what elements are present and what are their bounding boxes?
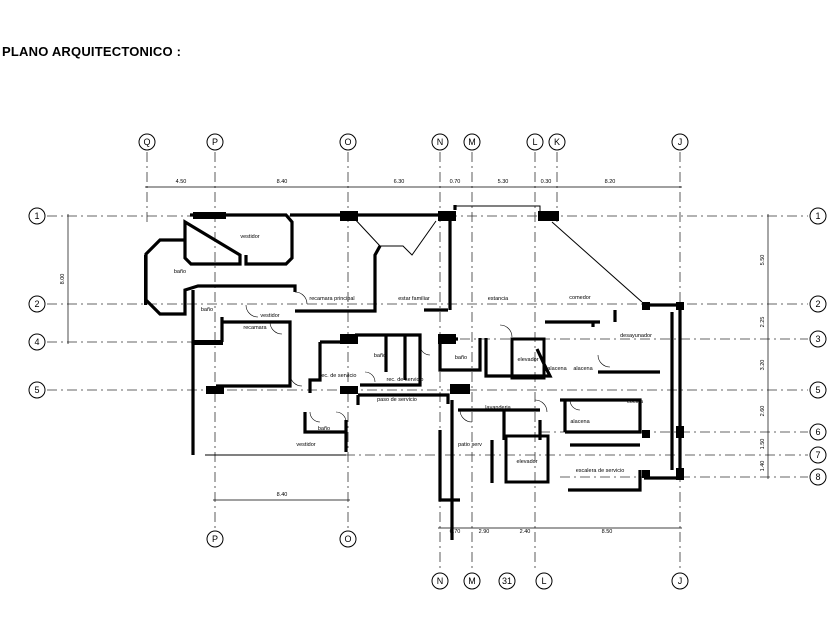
svg-text:2.90: 2.90 [479,529,490,535]
svg-text:0.70: 0.70 [450,529,461,535]
walls [144,205,682,540]
svg-text:3: 3 [815,334,820,344]
room-escalera-servicio: escalera de servicio [576,468,625,474]
svg-text:8.20: 8.20 [605,179,616,185]
room-lavanderia: lavanderia [485,405,511,411]
room-vestidor: vestidor [296,442,315,448]
svg-text:8: 8 [815,472,820,482]
room-estar-familiar: estar familiar [398,296,430,302]
room-paso-servicio: paso de servicio [377,397,417,403]
room-alacena: alacena [570,419,590,425]
room-cocina: cocina [627,399,644,405]
svg-text:4: 4 [34,337,39,347]
room-alacena: alacena [547,366,567,372]
door-swings [245,291,611,423]
dimensions: 4.50 8.40 6.30 0.70 5.30 0.30 8.20 8.00 … [60,179,769,535]
svg-text:1: 1 [815,211,820,221]
columns [144,211,684,480]
svg-text:3.20: 3.20 [760,360,766,371]
svg-text:J: J [678,576,683,586]
svg-text:6.30: 6.30 [394,179,405,185]
room-recamara-principal: recamara principal [309,296,354,302]
svg-text:2.25: 2.25 [760,317,766,328]
svg-text:8.00: 8.00 [60,274,66,285]
room-patio-serv: patio serv [458,442,482,448]
elevator-shaft-2 [504,434,550,484]
svg-text:L: L [532,137,537,147]
svg-text:8.50: 8.50 [602,529,613,535]
svg-text:Q: Q [143,137,150,147]
room-elevador: elevador [516,459,537,465]
svg-text:L: L [541,576,546,586]
svg-text:0.30: 0.30 [541,179,552,185]
room-comedor: comedor [569,295,591,301]
svg-text:6: 6 [815,427,820,437]
room-estancia: estancia [488,296,509,302]
svg-text:1.50: 1.50 [760,439,766,450]
svg-text:P: P [212,137,218,147]
svg-text:J: J [678,137,683,147]
room-rec-servicio: rec. de servicio [320,373,357,379]
room-labels: vestidor baño baño vestidor recamara rec… [174,234,652,474]
axis-bubbles-bottom: P O N M 31 L J [206,530,689,590]
svg-text:8.40: 8.40 [277,179,288,185]
room-bano: baño [174,269,186,275]
svg-text:4.50: 4.50 [176,179,187,185]
svg-text:O: O [344,137,351,147]
page-title: PLANO ARQUITECTONICO : [2,44,182,59]
svg-text:O: O [344,534,351,544]
svg-text:N: N [437,137,444,147]
svg-text:0.70: 0.70 [450,179,461,185]
room-bano: baño [374,353,386,359]
svg-text:N: N [437,576,444,586]
room-elevador: elevador [517,357,538,363]
svg-text:31: 31 [502,576,512,586]
svg-text:P: P [212,534,218,544]
row-bubbles-right: 1 2 3 5 6 7 8 [809,207,827,486]
svg-text:K: K [554,137,560,147]
room-vestidor: vestidor [260,313,279,319]
svg-text:5: 5 [815,385,820,395]
svg-text:1.40: 1.40 [760,461,766,472]
elevator-shaft-1 [510,337,546,380]
svg-text:M: M [468,576,476,586]
svg-text:7: 7 [815,450,820,460]
svg-text:2.60: 2.60 [760,406,766,417]
room-desayunador: desayunador [620,333,652,339]
axis-bubbles-top: Q P O N M L K J [138,133,689,151]
svg-text:8.40: 8.40 [277,492,288,498]
svg-text:1: 1 [34,211,39,221]
room-alacena: alacena [573,366,593,372]
svg-text:2: 2 [815,299,820,309]
row-bubbles-left: 1 2 4 5 [28,207,46,399]
svg-text:M: M [468,137,476,147]
svg-text:5.30: 5.30 [498,179,509,185]
svg-text:2.40: 2.40 [520,529,531,535]
room-vestidor: vestidor [240,234,259,240]
room-rec-servicio: rec. de servicio [387,377,424,383]
svg-text:5: 5 [34,385,39,395]
svg-text:2: 2 [34,299,39,309]
room-bano: baño [201,307,213,313]
room-recamara: recamara [243,325,267,331]
svg-text:5.50: 5.50 [760,255,766,266]
room-bano: baño [318,426,330,432]
room-bano: baño [455,355,467,361]
